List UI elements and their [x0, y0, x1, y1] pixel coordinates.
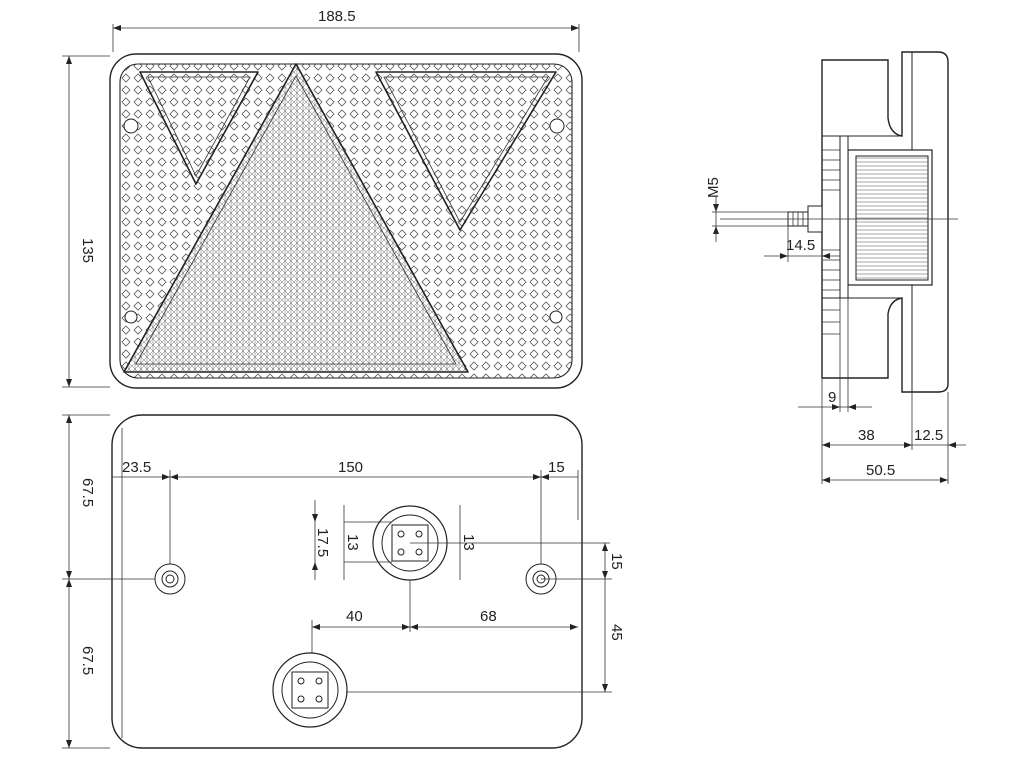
upper-left-triangle-lens — [139, 71, 259, 185]
front-hole-top-left — [123, 118, 139, 134]
central-reflector-triangle — [123, 63, 469, 373]
front-housing-outline — [109, 53, 583, 389]
front-width-label: 188.5 — [318, 8, 356, 25]
thread-label: M5 — [705, 177, 722, 198]
connector-offset-right-label: 68 — [480, 608, 497, 625]
rear-left-offset-label: 23.5 — [122, 459, 151, 476]
side-threaded-stud — [787, 205, 823, 233]
upper-connector-offset-label: 15 — [608, 553, 625, 570]
front-height-label: 135 — [79, 238, 96, 263]
socket-inner-left-label: 13 — [344, 534, 361, 551]
body-depth-label: 38 — [858, 427, 875, 444]
socket-inner-right-label: 13 — [460, 534, 477, 551]
lower-connector-socket — [272, 652, 348, 728]
rear-upper-half-label: 67.5 — [79, 478, 96, 507]
rear-mount-left — [154, 563, 186, 595]
front-hole-top-right — [549, 118, 565, 134]
side-body-outline — [821, 51, 949, 393]
front-hole-bottom-left — [124, 310, 138, 324]
lens-depth-label: 12.5 — [914, 427, 943, 444]
rear-housing-outline — [111, 414, 583, 749]
front-hole-bottom-right — [549, 310, 563, 324]
total-depth-label: 50.5 — [866, 462, 895, 479]
stud-length-label: 14.5 — [786, 237, 815, 254]
flange-label: 9 — [828, 389, 836, 406]
connector-vertical-label: 45 — [608, 624, 625, 641]
front-view: 188.5 135 — [62, 8, 583, 389]
rear-mount-spacing-label: 150 — [338, 459, 363, 476]
upper-right-triangle-lens — [375, 71, 557, 231]
connector-offset-left-label: 40 — [346, 608, 363, 625]
socket-height-label: 17.5 — [314, 528, 331, 557]
rear-view: 67.5 67.5 23.5 150 15 — [62, 414, 625, 749]
rear-lower-half-label: 67.5 — [79, 646, 96, 675]
side-view: M5 14.5 9 38 12.5 50.5 — [705, 51, 966, 484]
rear-right-offset-label: 15 — [548, 459, 565, 476]
